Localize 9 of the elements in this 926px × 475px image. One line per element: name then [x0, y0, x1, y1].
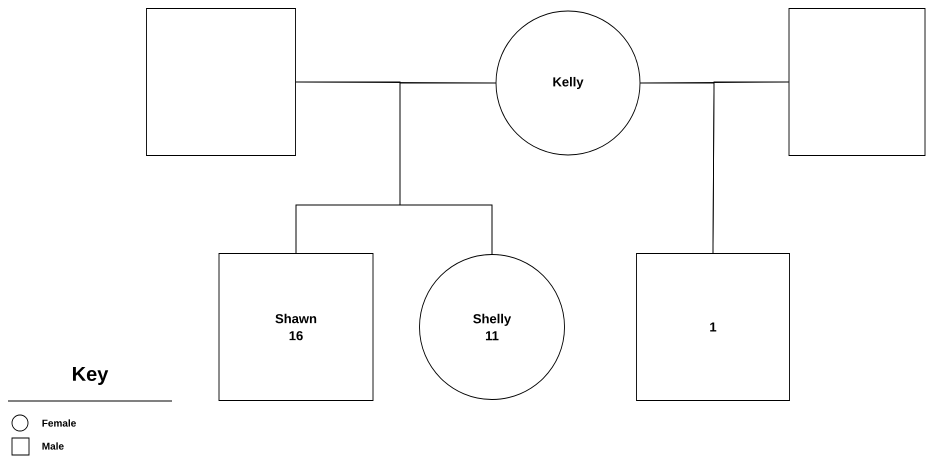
- person-square: Shawn 16: [218, 253, 374, 401]
- person-square: 1: [636, 253, 790, 401]
- legend-text: Female: [42, 419, 76, 427]
- person-square: [146, 8, 296, 156]
- person-square: [788, 8, 926, 156]
- descent-line: [400, 82, 496, 254]
- key-heading: Key: [73, 367, 108, 385]
- descent-line: [712, 82, 789, 254]
- legend-text: Male: [42, 442, 64, 450]
